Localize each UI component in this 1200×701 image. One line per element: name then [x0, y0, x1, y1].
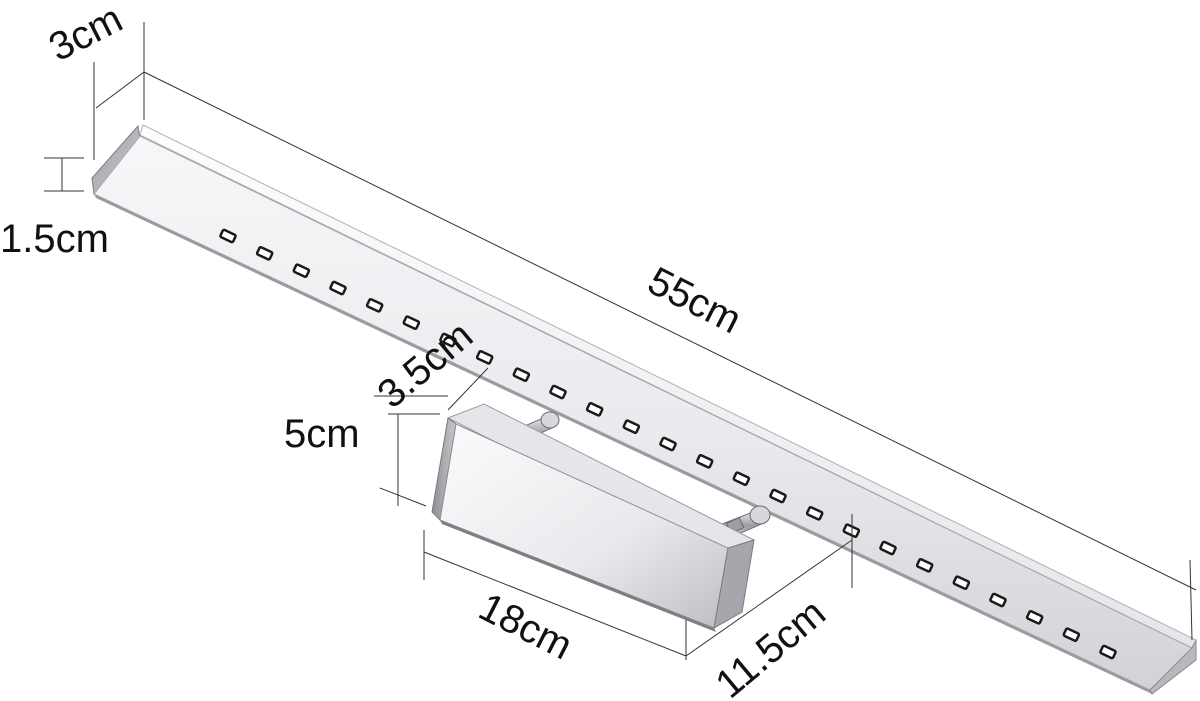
led-chip: [952, 575, 971, 591]
led-chip: [989, 592, 1007, 608]
led-chip: [292, 263, 311, 279]
label-18cm: 18cm: [472, 585, 579, 669]
led-chip: [402, 315, 421, 331]
led-chip: [915, 557, 934, 573]
led-chip: [329, 280, 347, 296]
led-chip: [219, 228, 237, 244]
dimension-lines: [44, 22, 1197, 660]
light-bar-face: [93, 135, 1193, 691]
led-chip: [549, 384, 567, 400]
led-row: [219, 228, 1117, 660]
led-chip: [732, 471, 751, 487]
led-chip: [585, 401, 604, 417]
led-chip: [439, 332, 457, 348]
led-chip: [769, 488, 787, 504]
led-chip: [1062, 627, 1081, 643]
led-chip: [805, 505, 824, 521]
label-1-5cm: 1.5cm: [0, 217, 109, 261]
led-chip: [1025, 609, 1044, 625]
wall-box: [431, 403, 756, 632]
wall-box-right: [713, 539, 755, 629]
light-bar-bottom-edge: [94, 194, 1152, 694]
led-chip: [659, 436, 677, 452]
led-chip: [255, 245, 274, 261]
led-chip: [842, 523, 861, 539]
led-chip: [1099, 644, 1117, 660]
led-chip: [622, 419, 641, 435]
led-chip: [879, 540, 897, 556]
light-bar-right-end: [1149, 639, 1197, 695]
led-chip: [695, 453, 714, 469]
label-55cm: 55cm: [641, 259, 748, 343]
label-5cm: 5cm: [284, 412, 360, 456]
light-bar: [91, 124, 1197, 695]
label-3cm: 3cm: [42, 0, 129, 70]
led-chip: [475, 349, 494, 365]
led-chip: [512, 367, 531, 383]
led-chip: [365, 297, 384, 313]
